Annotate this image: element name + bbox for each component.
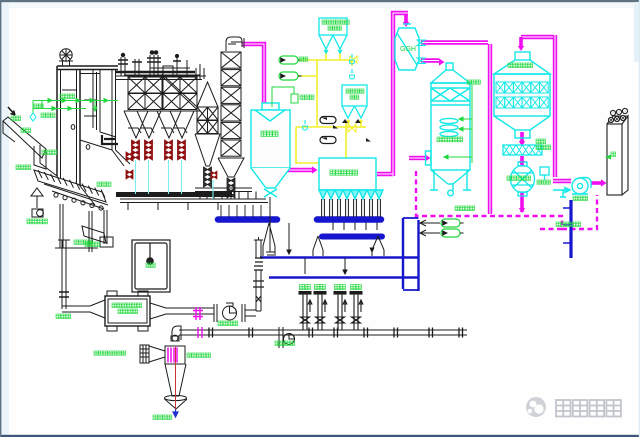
svg-text:GGH: GGH: [400, 46, 416, 53]
